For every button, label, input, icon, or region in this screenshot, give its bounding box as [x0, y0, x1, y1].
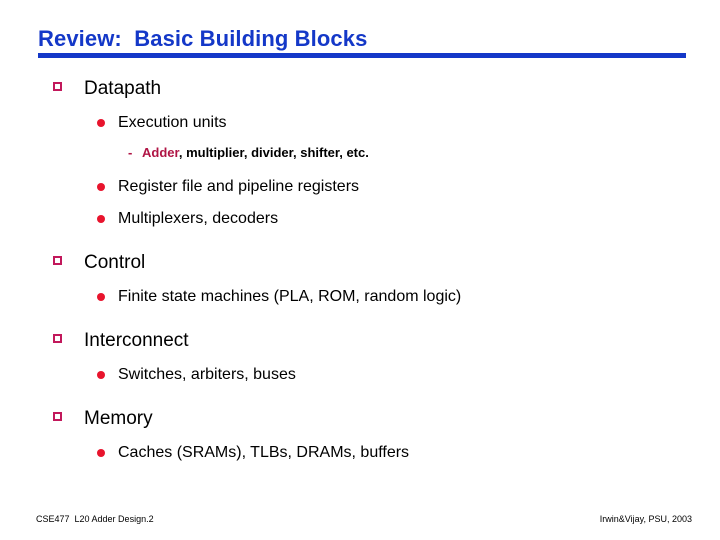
footer-course-label: CSE477 L20 Adder Design.2: [36, 514, 154, 524]
section-heading-label: Memory: [84, 408, 153, 429]
dot-bullet-icon: [97, 442, 118, 457]
list-item-label: Execution units: [118, 114, 227, 131]
slide-footer: CSE477 L20 Adder Design.2 Irwin&Vijay, P…: [36, 514, 692, 524]
list-item-label: Caches (SRAMs), TLBs, DRAMs, buffers: [118, 444, 410, 461]
list-item: Finite state machines (PLA, ROM, random …: [0, 286, 720, 308]
spacer: [0, 354, 720, 364]
square-bullet-icon: [53, 406, 84, 421]
dot-bullet-icon: [97, 208, 118, 223]
slide-body: Datapath Execution units - Adder, multip…: [0, 76, 720, 464]
spacer: [0, 162, 720, 176]
square-bullet-icon: [53, 76, 84, 91]
list-item: Execution units: [0, 112, 720, 134]
dot-bullet-icon: [97, 112, 118, 127]
section-heading-label: Interconnect: [84, 330, 189, 351]
list-item: Register file and pipeline registers: [0, 176, 720, 198]
section-heading-interconnect: Interconnect: [0, 328, 720, 354]
spacer: [0, 432, 720, 442]
list-item: Caches (SRAMs), TLBs, DRAMs, buffers: [0, 442, 720, 464]
list-item-label: Finite state machines (PLA, ROM, random …: [118, 288, 462, 305]
list-item-label: Multiplexers, decoders: [118, 210, 279, 227]
square-bullet-icon: [53, 328, 84, 343]
spacer: [0, 276, 720, 286]
list-item: Switches, arbiters, buses: [0, 364, 720, 386]
dot-bullet-icon: [97, 364, 118, 379]
section-heading-label: Datapath: [84, 78, 162, 99]
title-block: Review: Basic Building Blocks: [38, 26, 686, 58]
page-title: Review: Basic Building Blocks: [38, 26, 368, 51]
spacer: [0, 198, 720, 208]
detail-item-label: Adder, multiplier, divider, shifter, etc…: [142, 144, 369, 162]
detail-item-adder: - Adder, multiplier, divider, shifter, e…: [0, 144, 720, 162]
list-item-label: Register file and pipeline registers: [118, 178, 360, 195]
list-item: Multiplexers, decoders: [0, 208, 720, 230]
footer-attribution-label: Irwin&Vijay, PSU, 2003: [599, 514, 692, 524]
spacer: [0, 230, 720, 250]
dot-bullet-icon: [97, 286, 118, 301]
section-heading-label: Control: [84, 252, 146, 273]
spacer: [0, 102, 720, 112]
spacer: [0, 134, 720, 144]
detail-rest-label: , multiplier, divider, shifter, etc.: [178, 145, 369, 160]
section-heading-memory: Memory: [0, 406, 720, 432]
dot-bullet-icon: [97, 176, 118, 191]
spacer: [0, 308, 720, 328]
title-underline-bar: [38, 53, 686, 58]
detail-accent-label: Adder: [142, 145, 179, 160]
section-heading-datapath: Datapath: [0, 76, 720, 102]
square-bullet-icon: [53, 250, 84, 265]
dash-bullet-icon: -: [128, 145, 133, 160]
list-item-label: Switches, arbiters, buses: [118, 366, 296, 383]
spacer: [0, 386, 720, 406]
section-heading-control: Control: [0, 250, 720, 276]
